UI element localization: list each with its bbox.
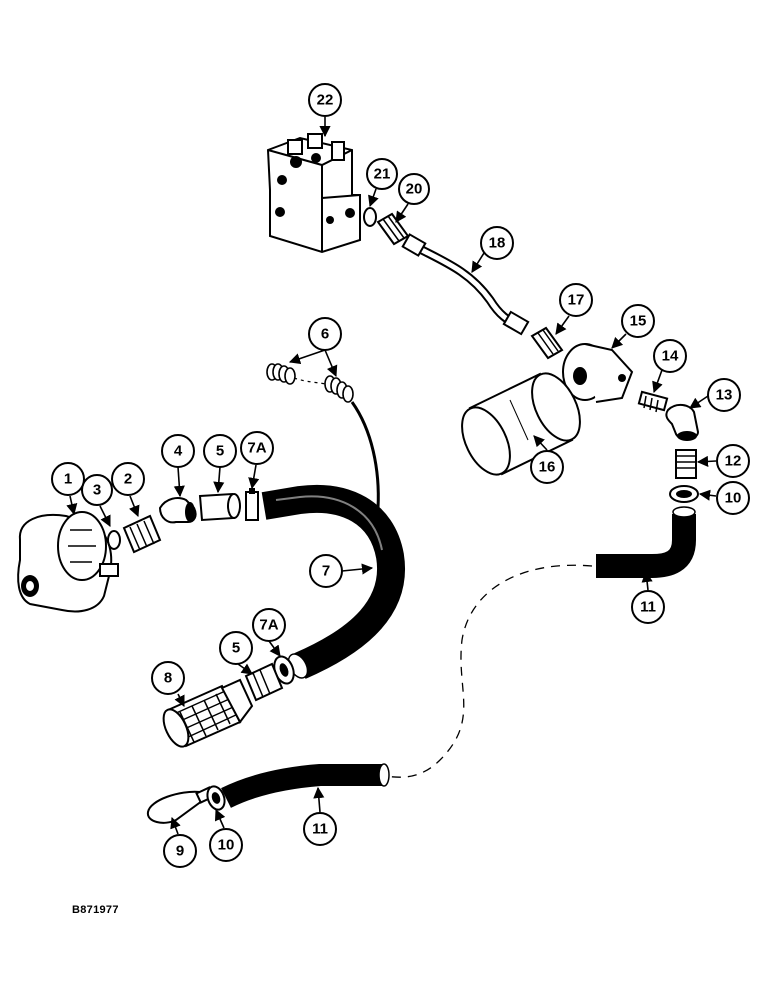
callout-16-label: 16 bbox=[539, 459, 556, 476]
callout-10-lower: 10 bbox=[209, 828, 243, 862]
callout-7: 7 bbox=[309, 554, 343, 588]
callout-15-label: 15 bbox=[630, 313, 647, 330]
callout-5-upper: 5 bbox=[203, 434, 237, 468]
callout-22-label: 22 bbox=[317, 92, 334, 109]
o-ring-21 bbox=[363, 207, 377, 227]
hose-11-upper bbox=[596, 506, 696, 578]
callout-18-label: 18 bbox=[489, 235, 506, 252]
clamps-6 bbox=[266, 363, 380, 509]
filler-screen-9 bbox=[146, 786, 215, 824]
callout-4-label: 4 bbox=[174, 443, 183, 460]
hose-7 bbox=[261, 485, 406, 679]
callout-9-label: 9 bbox=[176, 843, 184, 860]
hose-11-lower bbox=[221, 763, 390, 808]
callout-2-label: 2 bbox=[124, 471, 132, 488]
callout-9: 9 bbox=[163, 834, 197, 868]
callout-1-label: 1 bbox=[64, 471, 72, 488]
callout-6-label: 6 bbox=[321, 326, 329, 343]
callout-11-upper-label: 11 bbox=[640, 599, 656, 616]
callout-17-label: 17 bbox=[568, 292, 585, 309]
callout-21-label: 21 bbox=[374, 166, 391, 183]
nipple-14 bbox=[637, 390, 669, 413]
callout-13: 13 bbox=[707, 378, 741, 412]
callout-7a-lower-label: 7A bbox=[259, 617, 278, 634]
callout-10-upper: 10 bbox=[716, 481, 750, 515]
callout-5-lower: 5 bbox=[219, 631, 253, 665]
callout-11-upper: 11 bbox=[631, 590, 665, 624]
callout-6: 6 bbox=[308, 317, 342, 351]
hose-break-line bbox=[384, 564, 593, 778]
callout-11-lower: 11 bbox=[303, 812, 337, 846]
callout-7a-upper: 7A bbox=[240, 431, 274, 465]
tube-line-18 bbox=[401, 233, 530, 336]
elbow-13 bbox=[665, 404, 700, 441]
pump-1 bbox=[17, 511, 119, 613]
callout-10-lower-label: 10 bbox=[218, 837, 235, 854]
callout-1: 1 bbox=[51, 462, 85, 496]
elbow-4 bbox=[158, 497, 197, 524]
callout-7-label: 7 bbox=[322, 563, 330, 580]
o-ring-3 bbox=[107, 530, 121, 550]
callout-20-label: 20 bbox=[406, 181, 423, 198]
callout-8: 8 bbox=[151, 661, 185, 695]
callout-5-upper-label: 5 bbox=[216, 443, 224, 460]
adapter-5-lower bbox=[244, 662, 284, 702]
fitting-2 bbox=[122, 514, 162, 554]
callout-16: 16 bbox=[530, 450, 564, 484]
callout-12-label: 12 bbox=[725, 453, 742, 470]
callout-3: 3 bbox=[81, 474, 113, 506]
callout-4: 4 bbox=[161, 434, 195, 468]
callout-8-label: 8 bbox=[164, 670, 172, 687]
callout-3-label: 3 bbox=[93, 482, 101, 499]
leader-lines bbox=[66, 117, 717, 835]
strainer-8 bbox=[162, 678, 254, 748]
adapter-5-upper bbox=[198, 492, 241, 522]
callout-10-upper-label: 10 bbox=[725, 490, 742, 507]
hose-clamp-10-lower bbox=[206, 785, 226, 811]
fitting-20 bbox=[376, 212, 410, 246]
fitting-17 bbox=[530, 326, 564, 360]
callout-14: 14 bbox=[653, 339, 687, 373]
filter-head-15 bbox=[562, 343, 634, 403]
callout-2: 2 bbox=[111, 462, 145, 496]
callout-22: 22 bbox=[308, 83, 342, 117]
nipple-12 bbox=[675, 449, 697, 479]
callout-11-lower-label: 11 bbox=[312, 821, 328, 838]
callout-17: 17 bbox=[559, 283, 593, 317]
callout-13-label: 13 bbox=[716, 387, 733, 404]
callout-7a-lower: 7A bbox=[252, 608, 286, 642]
hose-clamp-10-upper bbox=[669, 485, 699, 503]
clamp-7a-upper bbox=[245, 488, 259, 521]
callout-15: 15 bbox=[621, 304, 655, 338]
callout-5-lower-label: 5 bbox=[232, 640, 240, 657]
callout-7a-upper-label: 7A bbox=[247, 440, 266, 457]
control-valve-22 bbox=[266, 133, 361, 254]
callout-18: 18 bbox=[480, 226, 514, 260]
callout-14-label: 14 bbox=[662, 348, 679, 365]
callout-20: 20 bbox=[398, 173, 430, 205]
callout-12: 12 bbox=[716, 444, 750, 478]
callout-21: 21 bbox=[366, 158, 398, 190]
figure-reference-code: B871977 bbox=[72, 904, 119, 916]
